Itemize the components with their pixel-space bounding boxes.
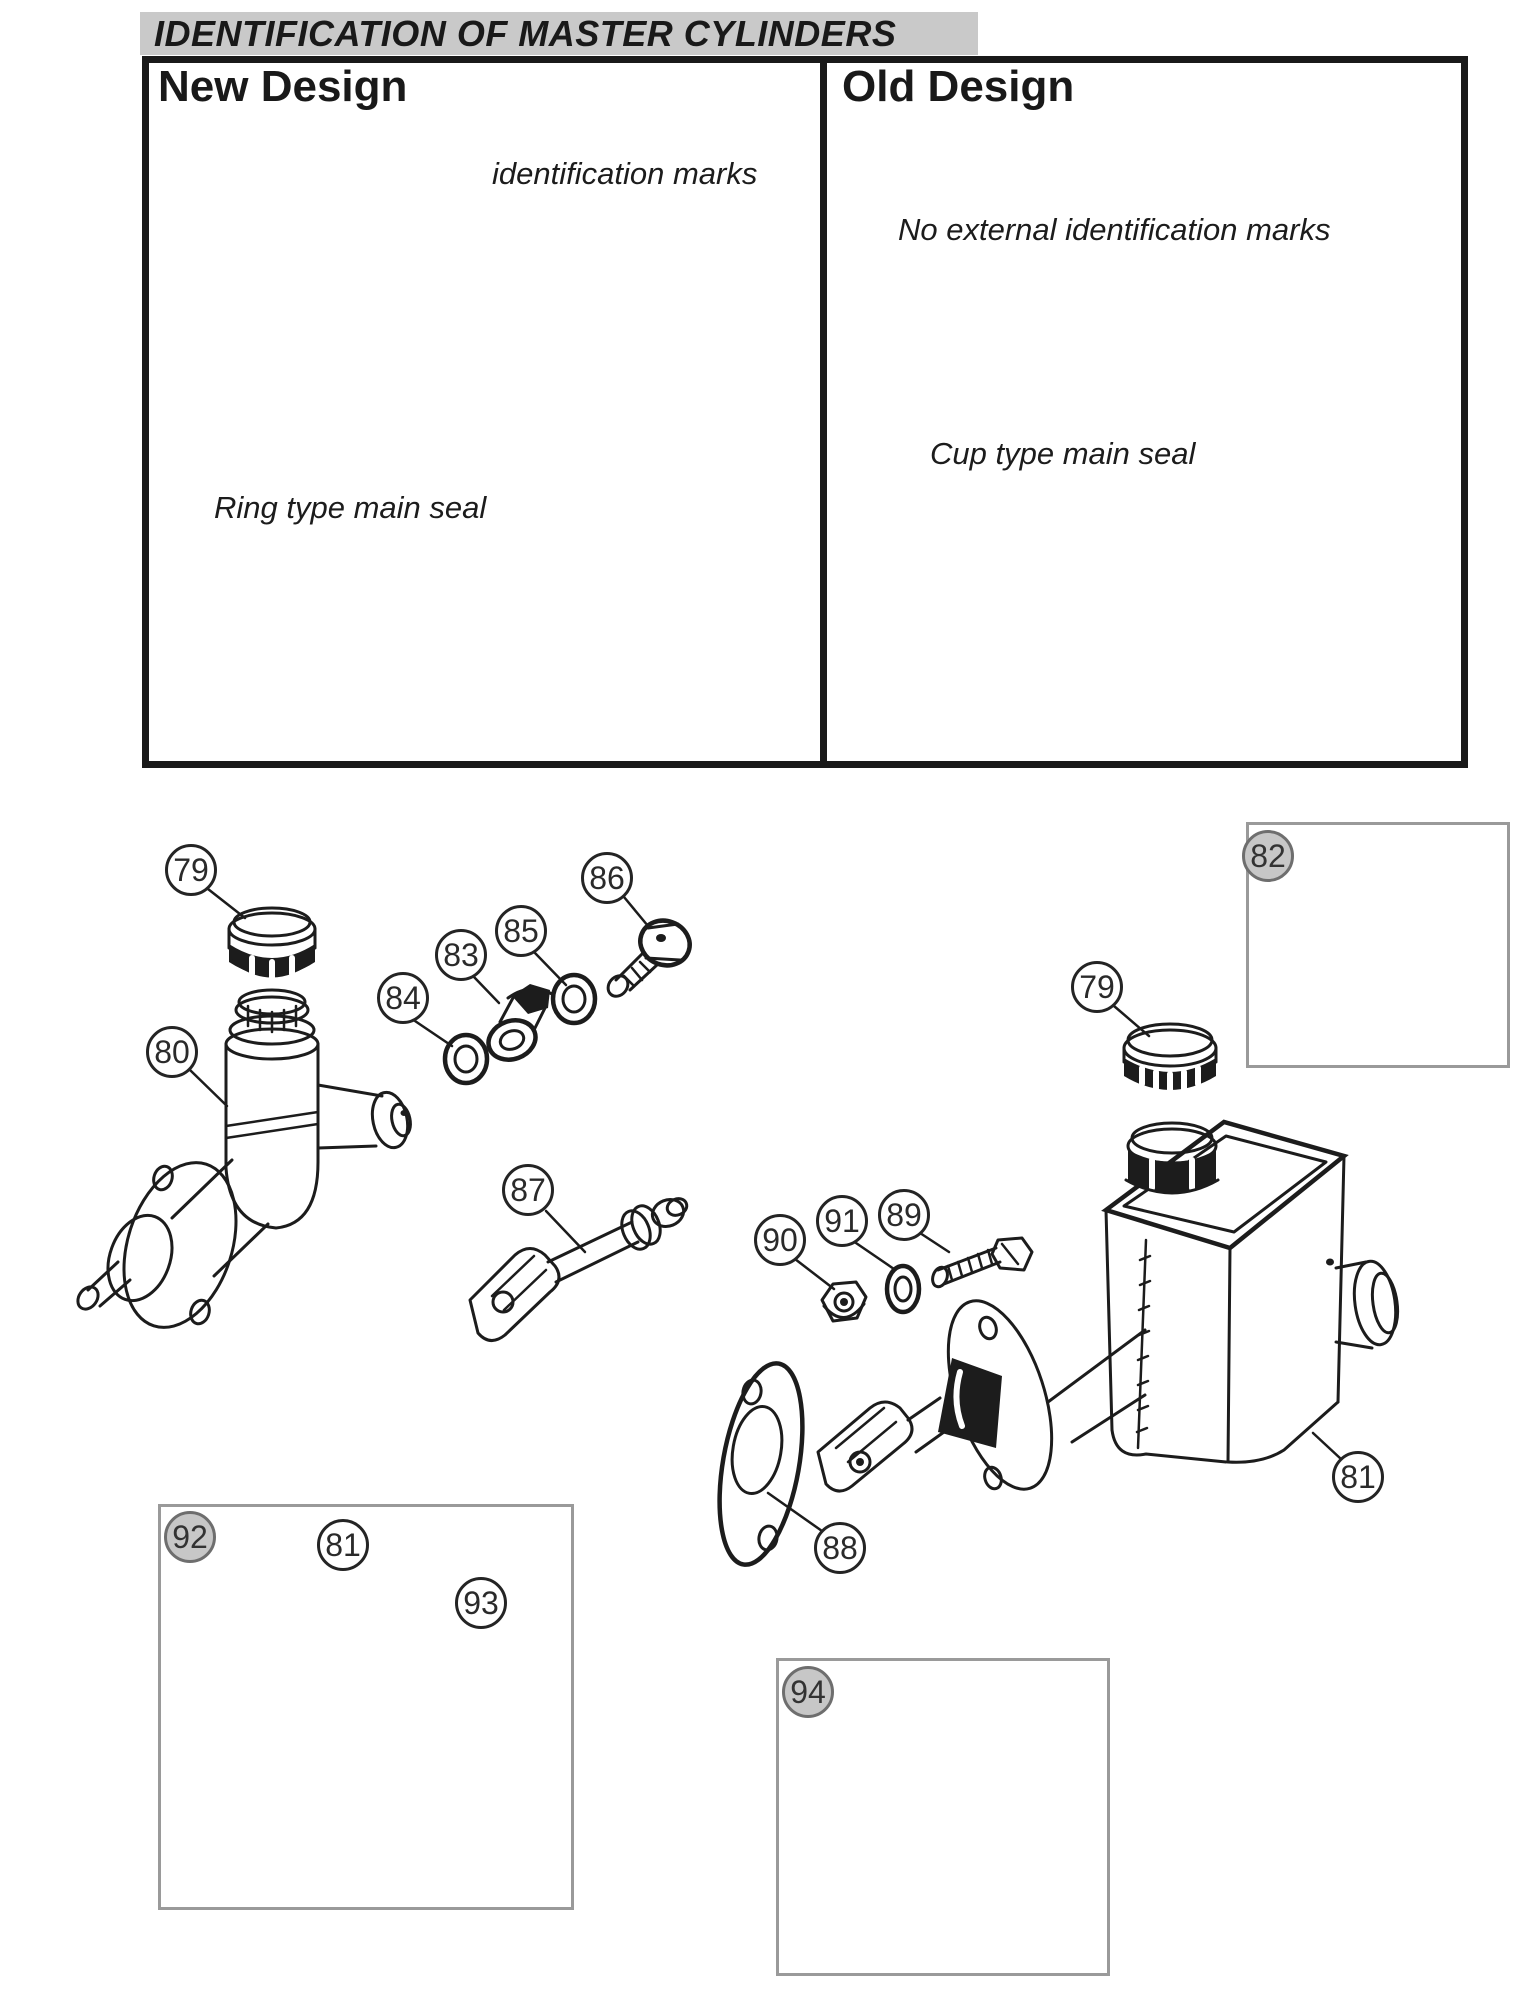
callout-86-number: 86 — [589, 859, 625, 896]
callout-88: 88 — [814, 1522, 866, 1574]
cap-79-left-illustration — [227, 906, 317, 981]
bolt-89-illustration — [931, 1236, 1034, 1289]
no-external-marks-label: No external identification marks — [898, 212, 1331, 247]
washer-91-illustration — [884, 1263, 922, 1315]
callout-88-number: 88 — [822, 1529, 858, 1566]
callout-83: 83 — [435, 929, 487, 981]
callout-93-number: 93 — [463, 1584, 499, 1621]
callout-90-number: 90 — [762, 1221, 798, 1258]
callout-87-number: 87 — [510, 1171, 546, 1208]
old-design-heading: Old Design — [842, 62, 1075, 111]
identification-marks-label: identification marks — [492, 156, 758, 191]
callout-81-inset-number: 81 — [325, 1526, 361, 1563]
cup-seal-label: Cup type main seal — [930, 436, 1196, 471]
callout-79-left-number: 79 — [173, 851, 209, 888]
cap-79-right-illustration — [1122, 1022, 1218, 1095]
callout-80: 80 — [146, 1026, 198, 1078]
pushrod-87-illustration — [468, 1197, 689, 1342]
washer-84-illustration — [442, 1032, 490, 1086]
callout-90: 90 — [754, 1214, 806, 1266]
callout-94: 94 — [782, 1666, 834, 1718]
inset-box-92 — [158, 1504, 574, 1910]
callout-85-number: 85 — [503, 912, 539, 949]
callout-85: 85 — [495, 905, 547, 957]
callout-93: 93 — [455, 1577, 507, 1629]
callout-89-number: 89 — [886, 1196, 922, 1233]
callout-84: 84 — [377, 972, 429, 1024]
inset-box-94 — [776, 1658, 1110, 1976]
bleed-screw-86-illustration — [606, 918, 692, 998]
callout-91: 91 — [816, 1195, 868, 1247]
callout-81-right-number: 81 — [1340, 1458, 1376, 1495]
ring-seal-label: Ring type main seal — [214, 490, 487, 525]
callout-82: 82 — [1242, 830, 1294, 882]
callout-89: 89 — [878, 1189, 930, 1241]
callout-86: 86 — [581, 852, 633, 904]
callout-79-left: 79 — [165, 844, 217, 896]
washer-85-illustration — [550, 972, 598, 1026]
callout-92-number: 92 — [172, 1518, 208, 1555]
callout-79-right-number: 79 — [1079, 968, 1115, 1005]
callout-87: 87 — [502, 1164, 554, 1216]
callout-82-number: 82 — [1250, 837, 1286, 874]
callout-81-right: 81 — [1332, 1451, 1384, 1503]
callout-79-right: 79 — [1071, 961, 1123, 1013]
gasket-88-illustration — [717, 1361, 805, 1567]
fitting-83-illustration — [486, 984, 554, 1062]
callout-84-number: 84 — [385, 979, 421, 1016]
callout-94-number: 94 — [790, 1673, 826, 1710]
identification-panel-box — [142, 56, 1468, 768]
section-title: IDENTIFICATION OF MASTER CYLINDERS — [154, 12, 897, 54]
panel-divider — [820, 56, 827, 768]
section-title-bar: IDENTIFICATION OF MASTER CYLINDERS — [140, 12, 978, 55]
nut-90-illustration — [820, 1280, 868, 1323]
callout-81-inset: 81 — [317, 1519, 369, 1571]
reservoir-81-illustration — [816, 1119, 1400, 1493]
callout-92: 92 — [164, 1511, 216, 1563]
callout-91-number: 91 — [824, 1202, 860, 1239]
callout-83-number: 83 — [443, 936, 479, 973]
callout-80-number: 80 — [154, 1033, 190, 1070]
master-cylinder-80-illustration — [76, 988, 412, 1329]
new-design-heading: New Design — [158, 62, 408, 111]
